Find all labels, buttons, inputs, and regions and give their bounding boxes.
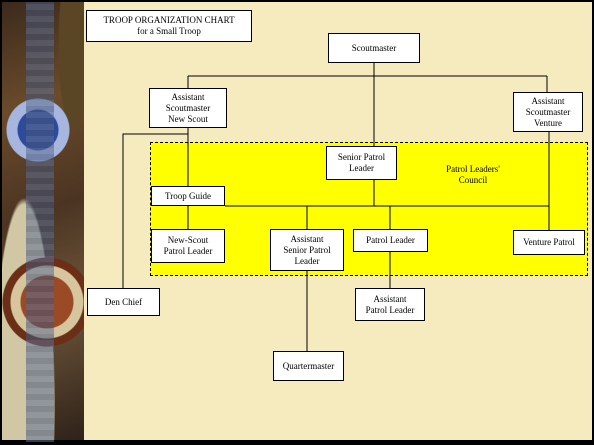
node-assistant-scoutmaster-venture: Assistant Scoutmaster Venture	[513, 92, 583, 132]
node-patrol-leader: Patrol Leader	[353, 229, 428, 252]
chart-title-line1: TROOP ORGANIZATION CHART	[103, 15, 235, 25]
node-assistant-senior-patrol-leader: Assistant Senior Patrol Leader	[270, 229, 344, 271]
patrol-leaders-council-label: Patrol Leaders' Council	[446, 164, 500, 185]
medal-ribbon	[26, 2, 54, 442]
node-senior-patrol-leader: Senior Patrol Leader	[326, 146, 397, 180]
node-den-chief: Den Chief	[87, 288, 160, 316]
chart-title-line2: for a Small Troop	[137, 26, 201, 36]
node-new-scout-patrol-leader: New-Scout Patrol Leader	[151, 229, 225, 263]
node-assistant-scoutmaster-new-scout: Assistant Scoutmaster New Scout	[149, 88, 227, 128]
node-quartermaster: Quartermaster	[273, 351, 344, 381]
node-scoutmaster: Scoutmaster	[328, 33, 420, 63]
node-troop-guide: Troop Guide	[151, 186, 225, 206]
decorative-medal-image	[2, 2, 84, 442]
node-assistant-patrol-leader: Assistant Patrol Leader	[355, 288, 425, 321]
node-venture-patrol: Venture Patrol	[513, 230, 585, 255]
chart-title: TROOP ORGANIZATION CHART for a Small Tro…	[86, 10, 252, 42]
